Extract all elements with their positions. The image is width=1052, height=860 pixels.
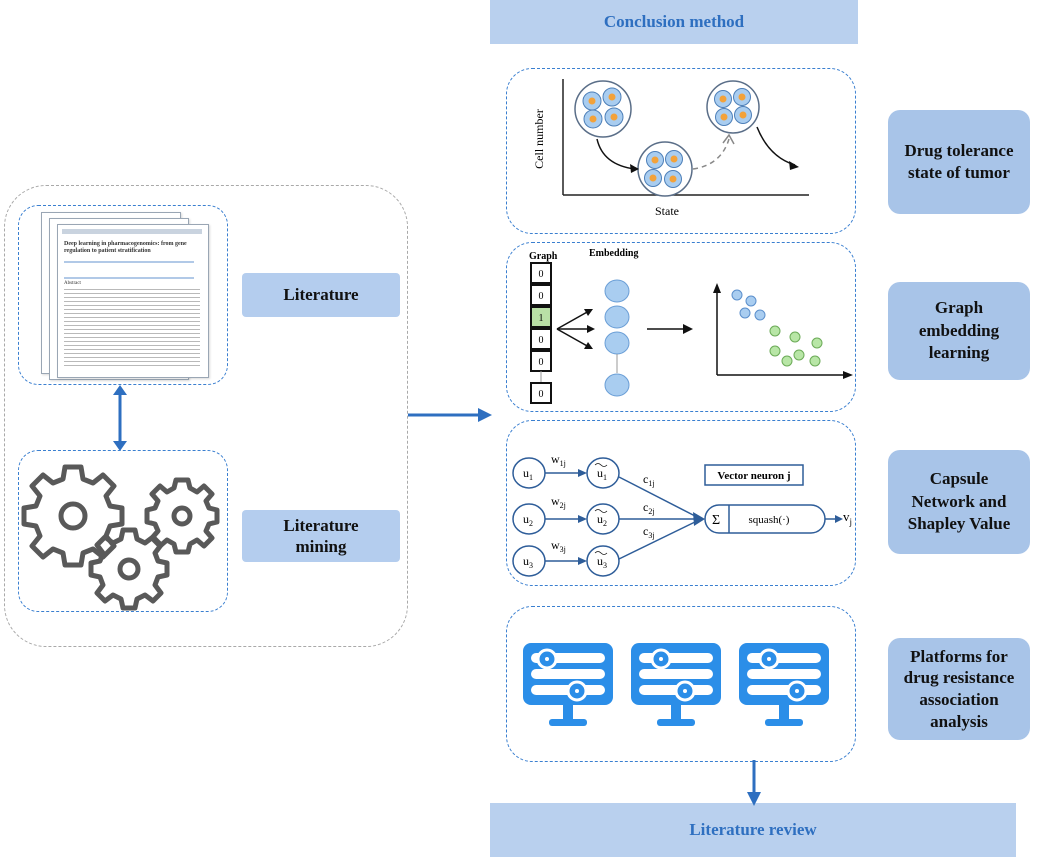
platforms-panel	[506, 606, 856, 762]
weight-label: w2j	[551, 494, 566, 510]
monitor-icon	[739, 643, 829, 726]
input-u: u2	[523, 512, 533, 528]
conclusion-method-title: Conclusion method	[603, 12, 745, 31]
capsule-panel: u1 u2 u3 w1j w2j w3j u1 u2 u3	[506, 420, 856, 586]
tolerance-xlabel: State	[655, 204, 679, 218]
literature-mining-panel	[18, 450, 228, 612]
embedding-diagram: Graph Embedding 0 0 1 0 0 0	[529, 248, 853, 404]
input-u: u1	[523, 466, 533, 482]
literature-label: Literature	[242, 273, 400, 317]
gear-large-icon	[21, 464, 125, 568]
cell-cluster-icon	[637, 141, 693, 197]
sum-symbol: Σ	[712, 513, 720, 528]
capsule-network-label: Capsule Network and Shapley Value	[888, 450, 1030, 554]
down-arrow	[747, 760, 761, 806]
platforms-label: Platforms for drug resistance associatio…	[888, 638, 1030, 740]
embedding-panel: Graph Embedding 0 0 1 0 0 0	[506, 242, 856, 412]
coupling-label: c1j	[643, 472, 655, 488]
document-header-bar	[62, 229, 202, 234]
vector-cell: 0	[539, 291, 544, 302]
graph-vector: 0 0 1 0 0 0	[530, 262, 552, 404]
graph-title: Graph	[529, 251, 558, 262]
document-page-front: Deep learning in pharmacogenomics: from …	[57, 224, 209, 378]
weight-label: w1j	[551, 452, 566, 468]
coupling-label: c2j	[643, 500, 655, 516]
embedding-title: Embedding	[589, 248, 638, 259]
output-v: vj	[843, 509, 852, 527]
monitor-icon	[631, 643, 721, 726]
literature-panel: Deep learning in pharmacogenomics: from …	[18, 205, 228, 385]
vector-cell: 0	[539, 269, 544, 280]
scatter-points	[731, 289, 823, 367]
literature-group	[4, 185, 408, 647]
weight-label: w3j	[551, 538, 566, 554]
drug-tolerance-label: Drug tolerance state of tumor	[888, 110, 1030, 214]
vector-cell: 0	[539, 389, 544, 400]
document-authors	[64, 261, 194, 279]
prediction-u: u1	[597, 466, 607, 482]
prediction-u: u3	[597, 554, 607, 570]
vector-neuron-title: Vector neuron j	[717, 470, 790, 482]
conclusion-method-banner: Conclusion method	[490, 0, 858, 44]
cell-cluster-icon	[706, 80, 760, 134]
squash-label: squash(·)	[749, 514, 790, 526]
monitors-row	[523, 643, 829, 726]
tolerance-chart: Cell number State	[532, 79, 809, 218]
gears-icon	[21, 464, 220, 611]
tolerance-panel: Cell number State	[506, 68, 856, 234]
literature-review-banner: Literature review	[490, 803, 1016, 857]
document-section: Abstract	[64, 281, 81, 286]
literature-review-title: Literature review	[689, 820, 817, 839]
tolerance-ylabel: Cell number	[532, 109, 546, 169]
coupling-label: c3j	[643, 524, 655, 540]
monitor-icon	[523, 643, 613, 726]
vector-cell: 1	[539, 313, 544, 324]
embedding-nodes	[604, 279, 630, 397]
vector-cell: 0	[539, 357, 544, 368]
gear-small-icon	[144, 477, 220, 555]
bidirectional-arrow	[113, 385, 127, 451]
prediction-u: u2	[597, 512, 607, 528]
document-title: Deep learning in pharmacogenomics: from …	[64, 241, 187, 254]
cell-cluster-icon	[574, 80, 632, 138]
graph-embedding-label: Graph embedding learning	[888, 282, 1030, 380]
capsule-diagram: u1 u2 u3 w1j w2j w3j u1 u2 u3	[512, 452, 852, 577]
input-u: u3	[523, 554, 533, 570]
document-body-lines	[64, 289, 200, 369]
literature-mining-label: Literature mining	[242, 510, 400, 562]
main-arrow	[408, 408, 492, 422]
vector-cell: 0	[539, 335, 544, 346]
